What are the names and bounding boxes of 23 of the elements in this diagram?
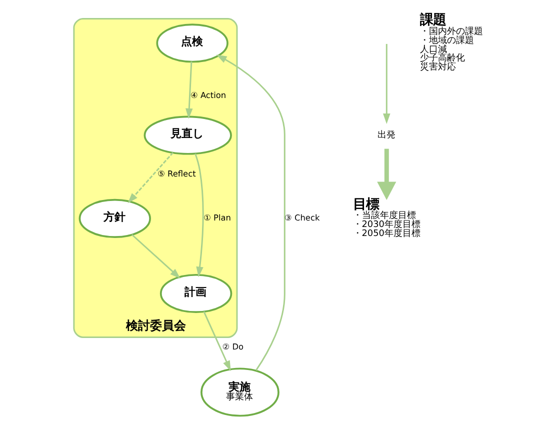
arrow <box>216 54 285 371</box>
node-text: 目標 ・当該年度目標 ・2030年度目標 ・2050年度目標 <box>352 197 420 240</box>
label: 課題 <box>419 13 446 28</box>
node-ellipse: 見直し <box>143 116 232 155</box>
arrow <box>185 62 192 119</box>
node-text: 出発 <box>376 130 395 141</box>
arrow <box>382 44 390 124</box>
node-ellipse: 計画 <box>159 274 232 314</box>
arrow <box>376 148 396 200</box>
label: ・国内外の課題 <box>419 26 482 37</box>
arrow <box>194 154 204 278</box>
arrow <box>127 152 173 204</box>
node-ellipse: 方針 <box>78 198 150 238</box>
edge-label: ② Do <box>222 342 244 352</box>
label: ・地域の課題 <box>419 36 474 46</box>
arrow <box>130 234 180 279</box>
edge-label: ③ Check <box>284 212 320 223</box>
edge-label: ④ Action <box>190 90 226 100</box>
label: 災害対応 <box>419 62 456 73</box>
edge-label: ① Plan <box>203 212 230 223</box>
node-ellipse: 実施 事業体 <box>200 368 279 417</box>
edge-label: ⑤ Reflect <box>157 168 196 179</box>
arrow <box>202 311 230 372</box>
